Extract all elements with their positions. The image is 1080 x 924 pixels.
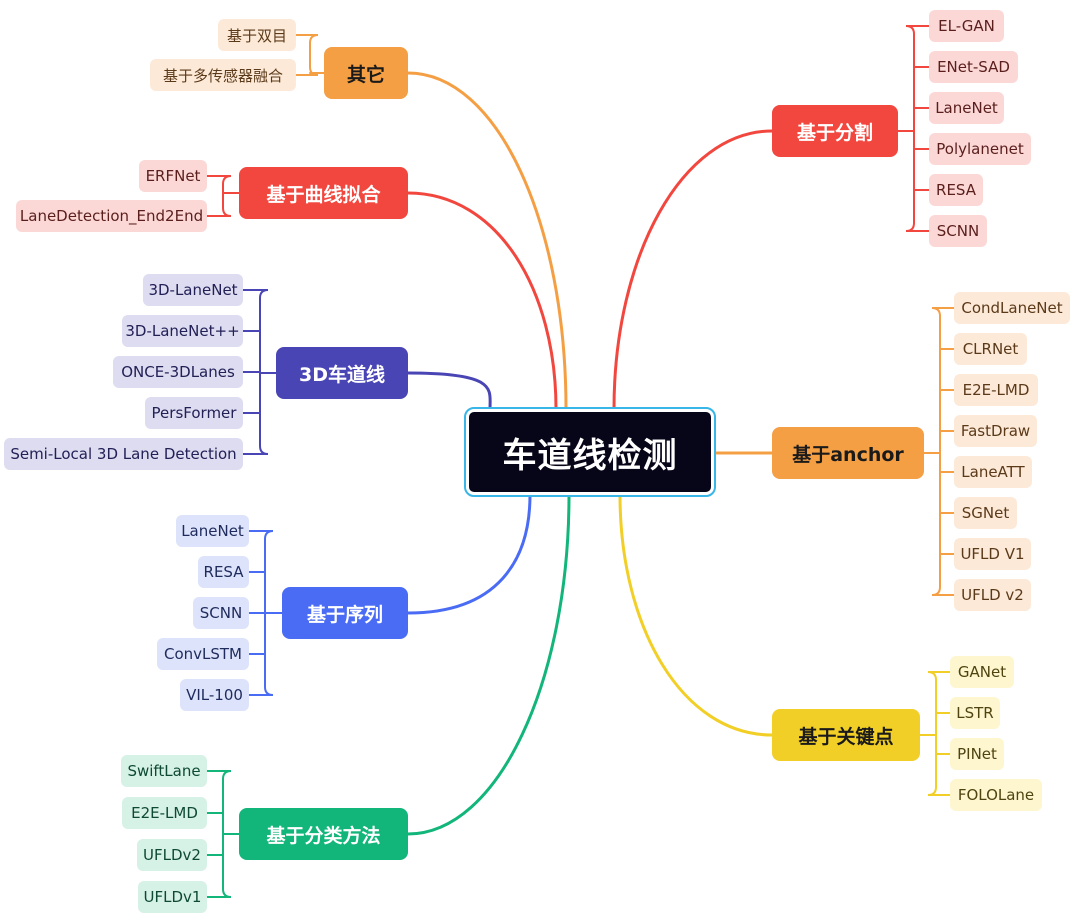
leaf-segment-1[interactable]: ENet-SAD xyxy=(929,51,1018,83)
connector-keypoint xyxy=(618,493,774,737)
connector-lane3d xyxy=(406,371,492,411)
leaf-anchor-4[interactable]: LaneATT xyxy=(954,456,1032,488)
connector-anchor xyxy=(706,450,774,455)
leaf-anchor-3[interactable]: FastDraw xyxy=(954,415,1037,447)
leaf-lane3d-2[interactable]: ONCE-3DLanes xyxy=(113,356,243,388)
leaf-segment-0[interactable]: EL-GAN xyxy=(929,10,1004,42)
leaf-other-1[interactable]: 基于多传感器融合 xyxy=(150,59,296,91)
trunk-sequence xyxy=(248,530,274,696)
branch-curve[interactable]: 基于曲线拟合 xyxy=(239,167,408,219)
leaf-curve-1[interactable]: LaneDetection_End2End xyxy=(16,200,207,232)
trunk-lane3d xyxy=(242,289,269,455)
leaf-lane3d-1[interactable]: 3D-LaneNet++ xyxy=(122,315,243,347)
trunk-keypoint xyxy=(927,671,951,796)
connector-classify xyxy=(406,493,571,836)
leaf-lane3d-4[interactable]: Semi-Local 3D Lane Detection xyxy=(4,438,243,470)
leaf-classify-3[interactable]: UFLDv1 xyxy=(138,881,207,913)
trunk-other xyxy=(295,34,319,76)
leaf-anchor-2[interactable]: E2E-LMD xyxy=(954,374,1038,406)
branch-keypoint[interactable]: 基于关键点 xyxy=(772,709,920,761)
branch-anchor[interactable]: 基于anchor xyxy=(772,427,924,479)
root-node[interactable]: 车道线检测 xyxy=(464,407,716,497)
connector-segment xyxy=(612,129,774,411)
leaf-keypoint-3[interactable]: FOLOLane xyxy=(950,779,1042,811)
leaf-anchor-5[interactable]: SGNet xyxy=(954,497,1017,529)
branch-lane3d[interactable]: 3D车道线 xyxy=(276,347,408,399)
leaf-segment-5[interactable]: SCNN xyxy=(929,215,987,247)
branch-segment[interactable]: 基于分割 xyxy=(772,105,898,157)
leaf-sequence-0[interactable]: LaneNet xyxy=(176,515,249,547)
branch-other[interactable]: 其它 xyxy=(324,47,408,99)
leaf-sequence-4[interactable]: VIL-100 xyxy=(180,679,249,711)
leaf-anchor-0[interactable]: CondLaneNet xyxy=(954,292,1070,324)
trunk-segment xyxy=(905,25,930,232)
leaf-sequence-1[interactable]: RESA xyxy=(198,556,249,588)
leaf-other-0[interactable]: 基于双目 xyxy=(218,19,296,51)
leaf-segment-3[interactable]: Polylanenet xyxy=(929,133,1031,165)
trunk-classify xyxy=(206,770,232,898)
leaf-lane3d-0[interactable]: 3D-LaneNet xyxy=(143,274,243,306)
leaf-anchor-6[interactable]: UFLD V1 xyxy=(954,538,1031,570)
leaf-keypoint-1[interactable]: LSTR xyxy=(950,697,1000,729)
trunk-anchor xyxy=(931,307,955,596)
connector-sequence xyxy=(406,493,532,615)
leaf-sequence-2[interactable]: SCNN xyxy=(193,597,249,629)
leaf-keypoint-0[interactable]: GANet xyxy=(950,656,1014,688)
leaf-sequence-3[interactable]: ConvLSTM xyxy=(157,638,249,670)
leaf-lane3d-3[interactable]: PersFormer xyxy=(145,397,243,429)
leaf-classify-0[interactable]: SwiftLane xyxy=(121,755,207,787)
leaf-classify-1[interactable]: E2E-LMD xyxy=(122,797,207,829)
leaf-classify-2[interactable]: UFLDv2 xyxy=(137,839,207,871)
leaf-curve-0[interactable]: ERFNet xyxy=(139,160,207,192)
connector-curve xyxy=(406,191,558,411)
trunk-curve xyxy=(206,175,232,217)
branch-classify[interactable]: 基于分类方法 xyxy=(239,808,408,860)
branch-sequence[interactable]: 基于序列 xyxy=(282,587,408,639)
leaf-segment-4[interactable]: RESA xyxy=(929,174,983,206)
leaf-keypoint-2[interactable]: PINet xyxy=(950,738,1004,770)
leaf-anchor-1[interactable]: CLRNet xyxy=(954,333,1027,365)
connector-other xyxy=(406,71,568,411)
leaf-anchor-7[interactable]: UFLD v2 xyxy=(954,579,1031,611)
leaf-segment-2[interactable]: LaneNet xyxy=(929,92,1004,124)
